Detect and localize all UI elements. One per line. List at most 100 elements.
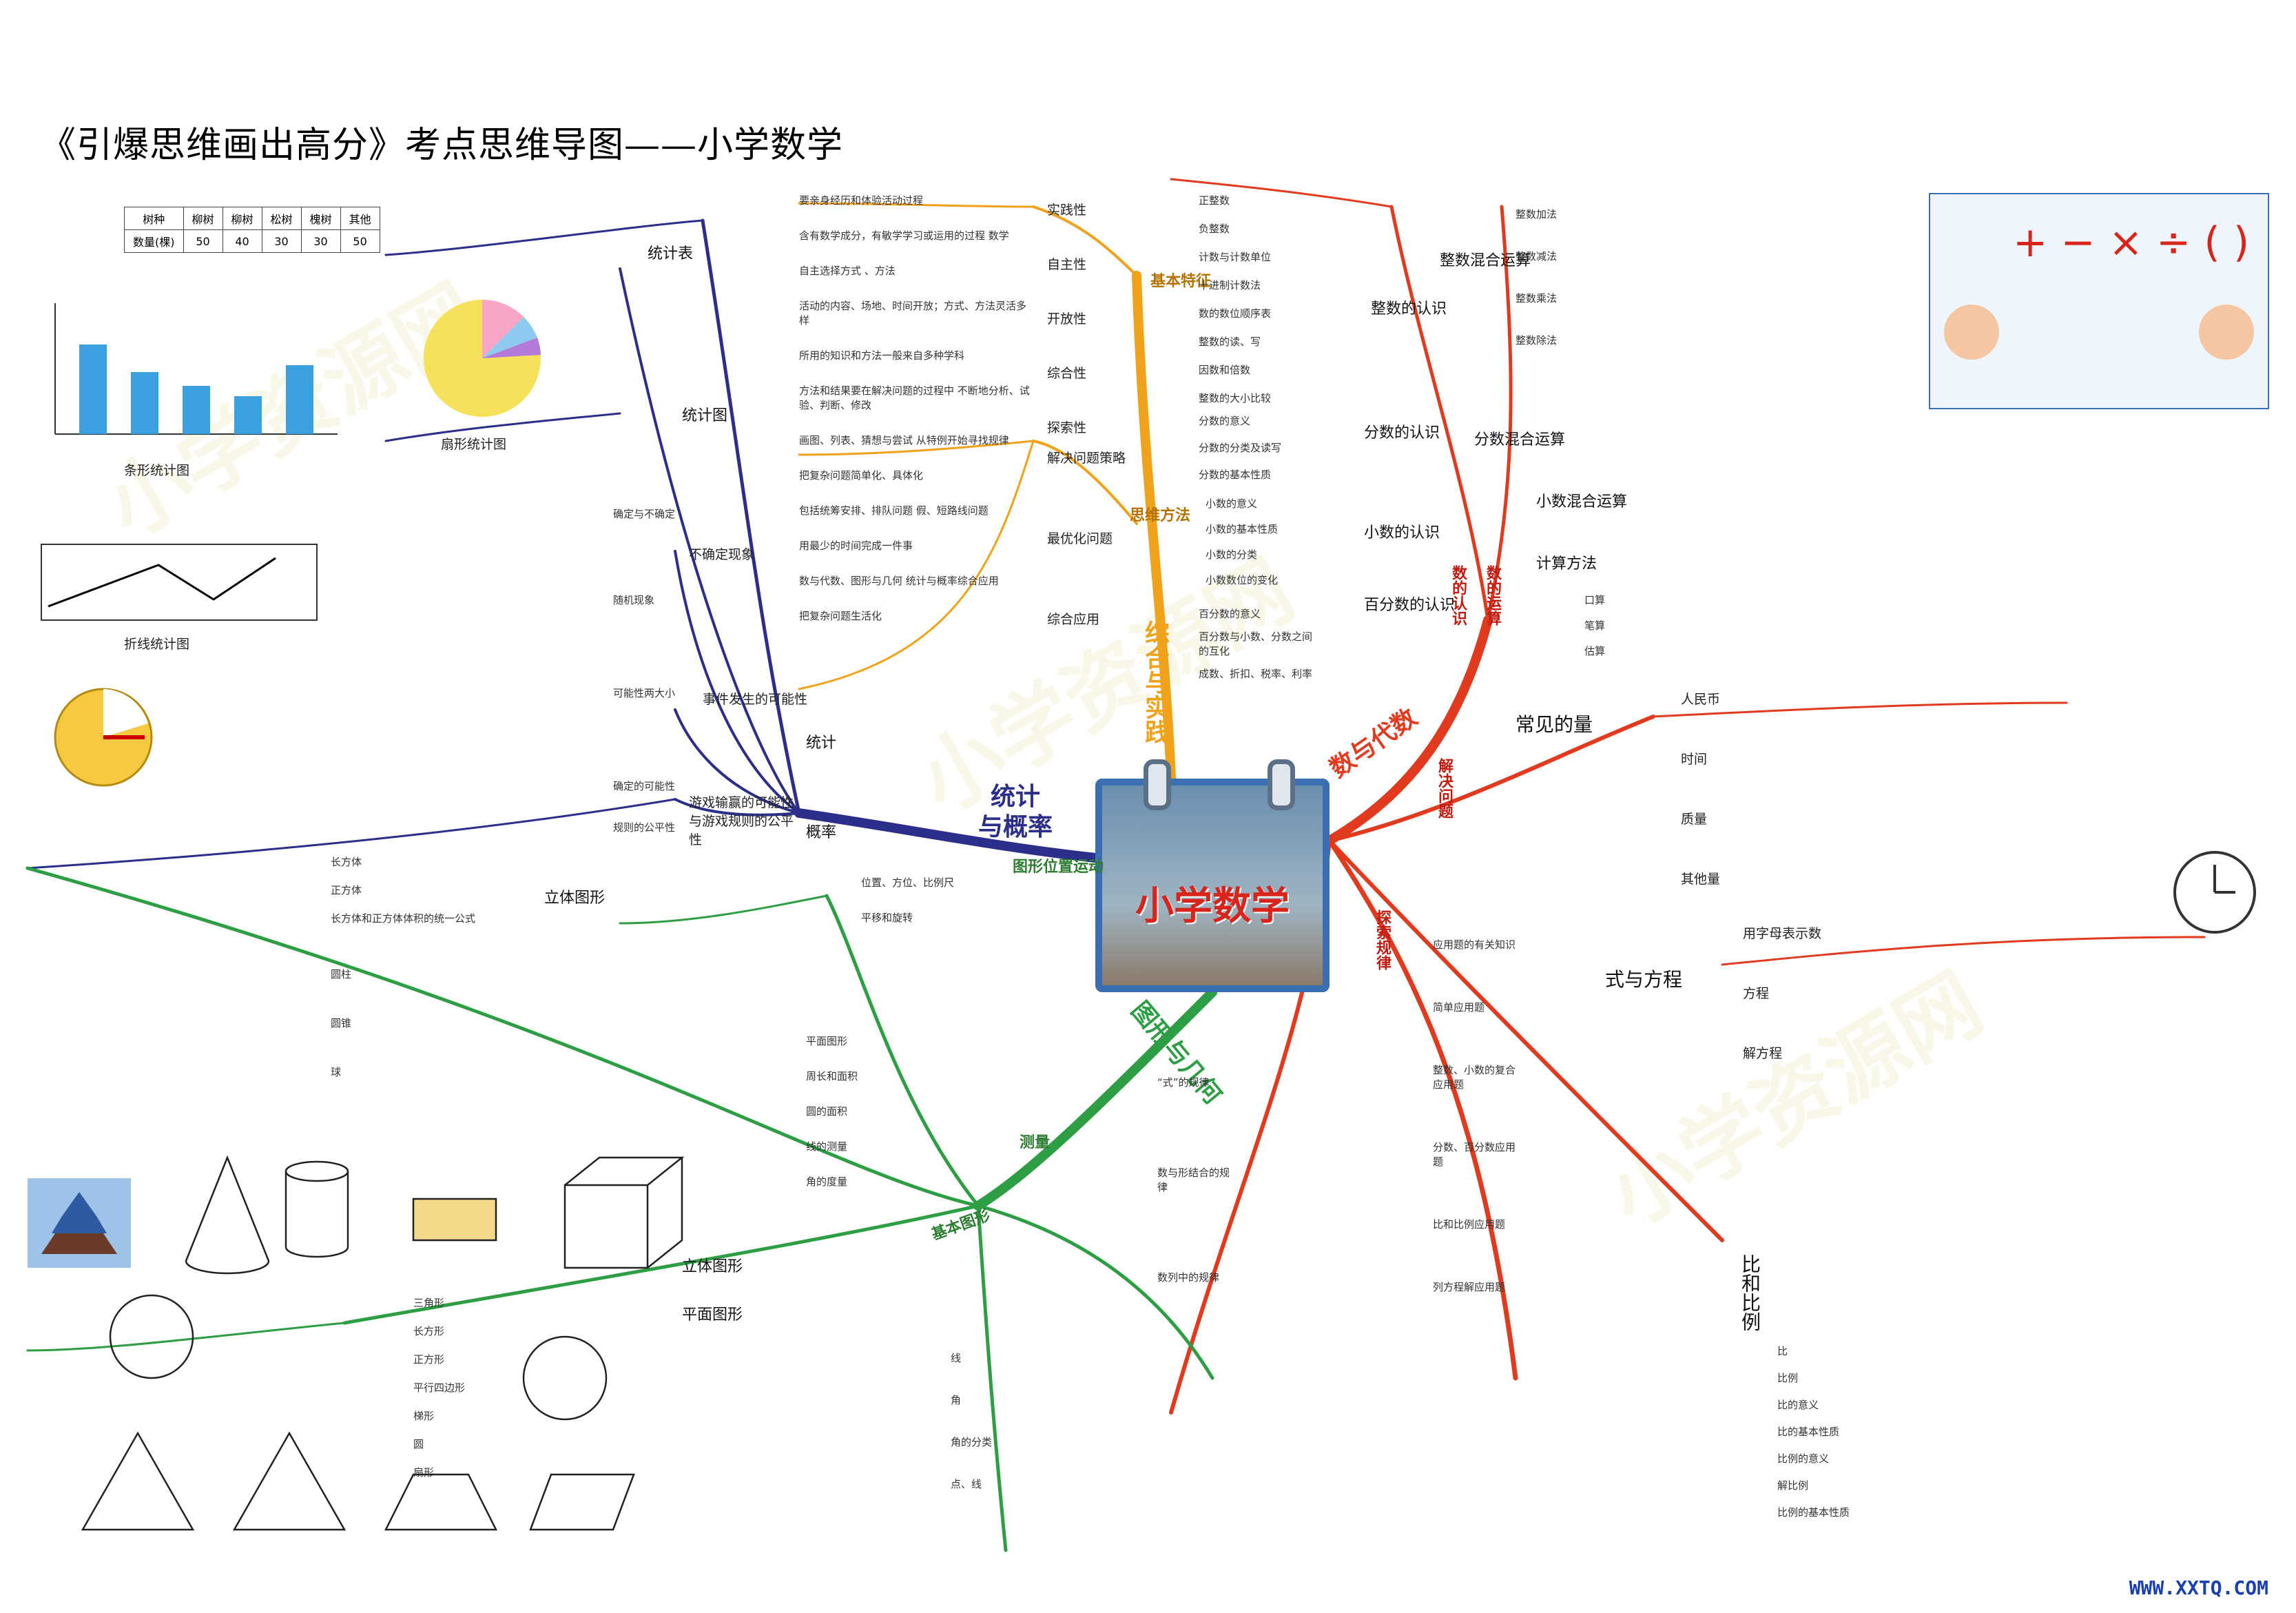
stats-sub <box>674 550 800 814</box>
measure-item: 角的度量 <box>806 1175 848 1188</box>
decimal-node: 小数的认识 <box>1364 524 1440 542</box>
solve-item: 比和比例应用题 <box>1433 1218 1506 1231</box>
plane-item: 圆 <box>413 1438 424 1450</box>
numalg-sub <box>1486 205 1513 622</box>
qty-item: 人民币 <box>1681 692 1721 707</box>
measure-list: 平面图形 周长和面积 圆的面积 线的测量 角的度量 <box>806 1034 858 1189</box>
qty-item: 其他量 <box>1681 872 1721 887</box>
explore-item: 数列中的规律 <box>1157 1271 1220 1284</box>
practice-method-list: 解决问题策略 最优化问题 综合应用 <box>1047 448 1126 628</box>
decimal-list: 小数的意义 小数的基本性质 小数的分类 小数数位的变化 <box>1206 496 1278 587</box>
position-item: 位置、方位、比例尺 <box>861 876 955 889</box>
cylinder-body <box>285 1171 349 1258</box>
practice-notes: 要亲身经历和体验活动过程 含有数学成分，有敏学学习或运用的过程 数学 自主选择方… <box>799 193 1033 623</box>
stats-sub <box>26 798 676 870</box>
calc-method-node: 计算方法 <box>1536 555 1597 573</box>
bar <box>79 345 107 434</box>
ratio-item: 比 <box>1777 1345 1788 1357</box>
position-list: 位置、方位、比例尺 平移和旋转 <box>861 875 954 925</box>
possible-item: 可能性两大小 <box>613 687 676 699</box>
solid-list: 长方体 正方体 长方体和正方体体积的统一公式 圆柱 圆锥 球 <box>331 854 475 1079</box>
geometry-sub <box>342 1204 980 1325</box>
cube-shape <box>563 1156 685 1269</box>
operations-illustration: + − × ÷ ( ) <box>1929 193 2269 409</box>
solve-item: 整数、小数的复合应用题 <box>1433 1064 1516 1091</box>
pie-chart-illustration <box>424 300 541 417</box>
calc-item: 口算 <box>1584 594 1606 606</box>
stats-chart-label: 统计图 <box>682 407 728 424</box>
ratio-item: 比的基本性质 <box>1777 1426 1840 1438</box>
stats-sub <box>619 267 800 814</box>
table-cell: 50 <box>183 229 223 253</box>
integer-item: 正整数 <box>1199 194 1230 207</box>
table-cell: 柳树 <box>222 207 262 230</box>
practice-note: 活动的内容、场地、时间开放；方式、方法灵活多样 <box>799 300 1027 327</box>
practice-line <box>1132 271 1176 783</box>
calc-item: 估算 <box>1584 645 1606 657</box>
bar-chart-title: 条形统计图 <box>124 463 190 478</box>
explore-item: “式”的规律 <box>1157 1076 1210 1089</box>
practice-sub <box>1032 205 1138 277</box>
practice-note: 画图、列表、猜想与尝试 从特例开始寻找规律 <box>799 434 1009 446</box>
plane-item: 长方形 <box>413 1325 445 1337</box>
bar <box>234 396 262 434</box>
solid-item: 正方体 <box>331 884 362 896</box>
ratio-item: 比例的意义 <box>1777 1452 1830 1465</box>
numalg-sub <box>1327 839 1724 1242</box>
practice-note: 方法和结果要在解决问题的过程中 不断地分析、试验、判断、修改 <box>799 384 1030 411</box>
table-cell: 松树 <box>261 207 302 230</box>
triangle-shape <box>81 1431 195 1531</box>
practice-note: 包括统筹安排、排队问题 假、短路线问题 <box>799 504 989 517</box>
table-cell: 40 <box>222 229 262 253</box>
branch-stats: 统计 与概率 <box>978 783 1053 841</box>
practice-note: 把复杂问题简单化、具体化 <box>799 469 924 482</box>
solid-item: 圆柱 <box>331 968 352 980</box>
plane-item: 正方形 <box>413 1353 445 1366</box>
stats-line <box>794 808 1100 863</box>
solid-item: 长方体 <box>331 856 362 868</box>
numalg-sub <box>1721 936 2206 966</box>
fraction-item: 分数的基本性质 <box>1199 469 1272 481</box>
geometry-shapes-illustration <box>81 1155 685 1531</box>
common-qty-node: 常见的量 <box>1516 713 1593 736</box>
fraction-item: 分数的意义 <box>1199 415 1251 427</box>
branch-practice: 综合与实践 <box>1141 620 1169 744</box>
solve-problems: 解决问题 <box>1436 758 1453 819</box>
line-chart-illustration <box>41 544 318 621</box>
solid-item: 球 <box>331 1066 342 1078</box>
circle-shape <box>522 1335 608 1421</box>
int-op-item: 整数减法 <box>1516 250 1558 263</box>
practice-note: 含有数学成分，有敏学学习或运用的过程 数学 <box>799 229 1009 242</box>
triangle-shape <box>232 1431 347 1531</box>
integer-item: 整数的读、写 <box>1199 336 1261 348</box>
practice-sub <box>798 440 1035 456</box>
plane-item: 三角形 <box>413 1297 445 1309</box>
table-cell: 其他 <box>340 207 380 230</box>
numalg-line <box>1325 615 1493 845</box>
geometry-sub <box>825 894 980 1208</box>
game-node: 游戏输赢的可能性与游戏规则的公平性 <box>689 795 794 847</box>
measure-item: 线的测量 <box>806 1140 848 1153</box>
frac-mixed-node: 分数混合运算 <box>1474 431 1566 449</box>
solid-item: 长方体和正方体体积的统一公式 <box>331 912 476 925</box>
plane-item: 平行四边形 <box>413 1381 466 1394</box>
site-url[interactable]: WWW.XXTQ.COM <box>2129 1576 2268 1599</box>
eq-list: 用字母表示数 方程 解方程 <box>1743 923 1821 1062</box>
basic-shape-item: 点、线 <box>951 1478 982 1490</box>
basic-shape-item: 线 <box>951 1352 962 1364</box>
practice-item: 实践性 <box>1047 203 1087 218</box>
stats-sub <box>674 798 800 816</box>
spinner-illustration <box>54 688 153 787</box>
temple-icon <box>28 1178 131 1268</box>
explore-list: “式”的规律 数与形结合的规律 数列中的规律 <box>1157 1075 1233 1284</box>
solid-item: 圆锥 <box>331 1017 352 1029</box>
measure-item: 圆的面积 <box>806 1105 848 1118</box>
formula-node: 式与方程 <box>1605 968 1683 991</box>
integer-item: 整数的大小比较 <box>1199 392 1272 404</box>
num-operation: 数的运算 <box>1484 565 1501 626</box>
geometry-sub <box>25 866 980 1208</box>
calc-item: 笔算 <box>1584 619 1606 632</box>
plane-item: 梯形 <box>413 1410 435 1422</box>
int-op-item: 整数除法 <box>1516 334 1558 347</box>
stats-sub <box>701 218 801 815</box>
